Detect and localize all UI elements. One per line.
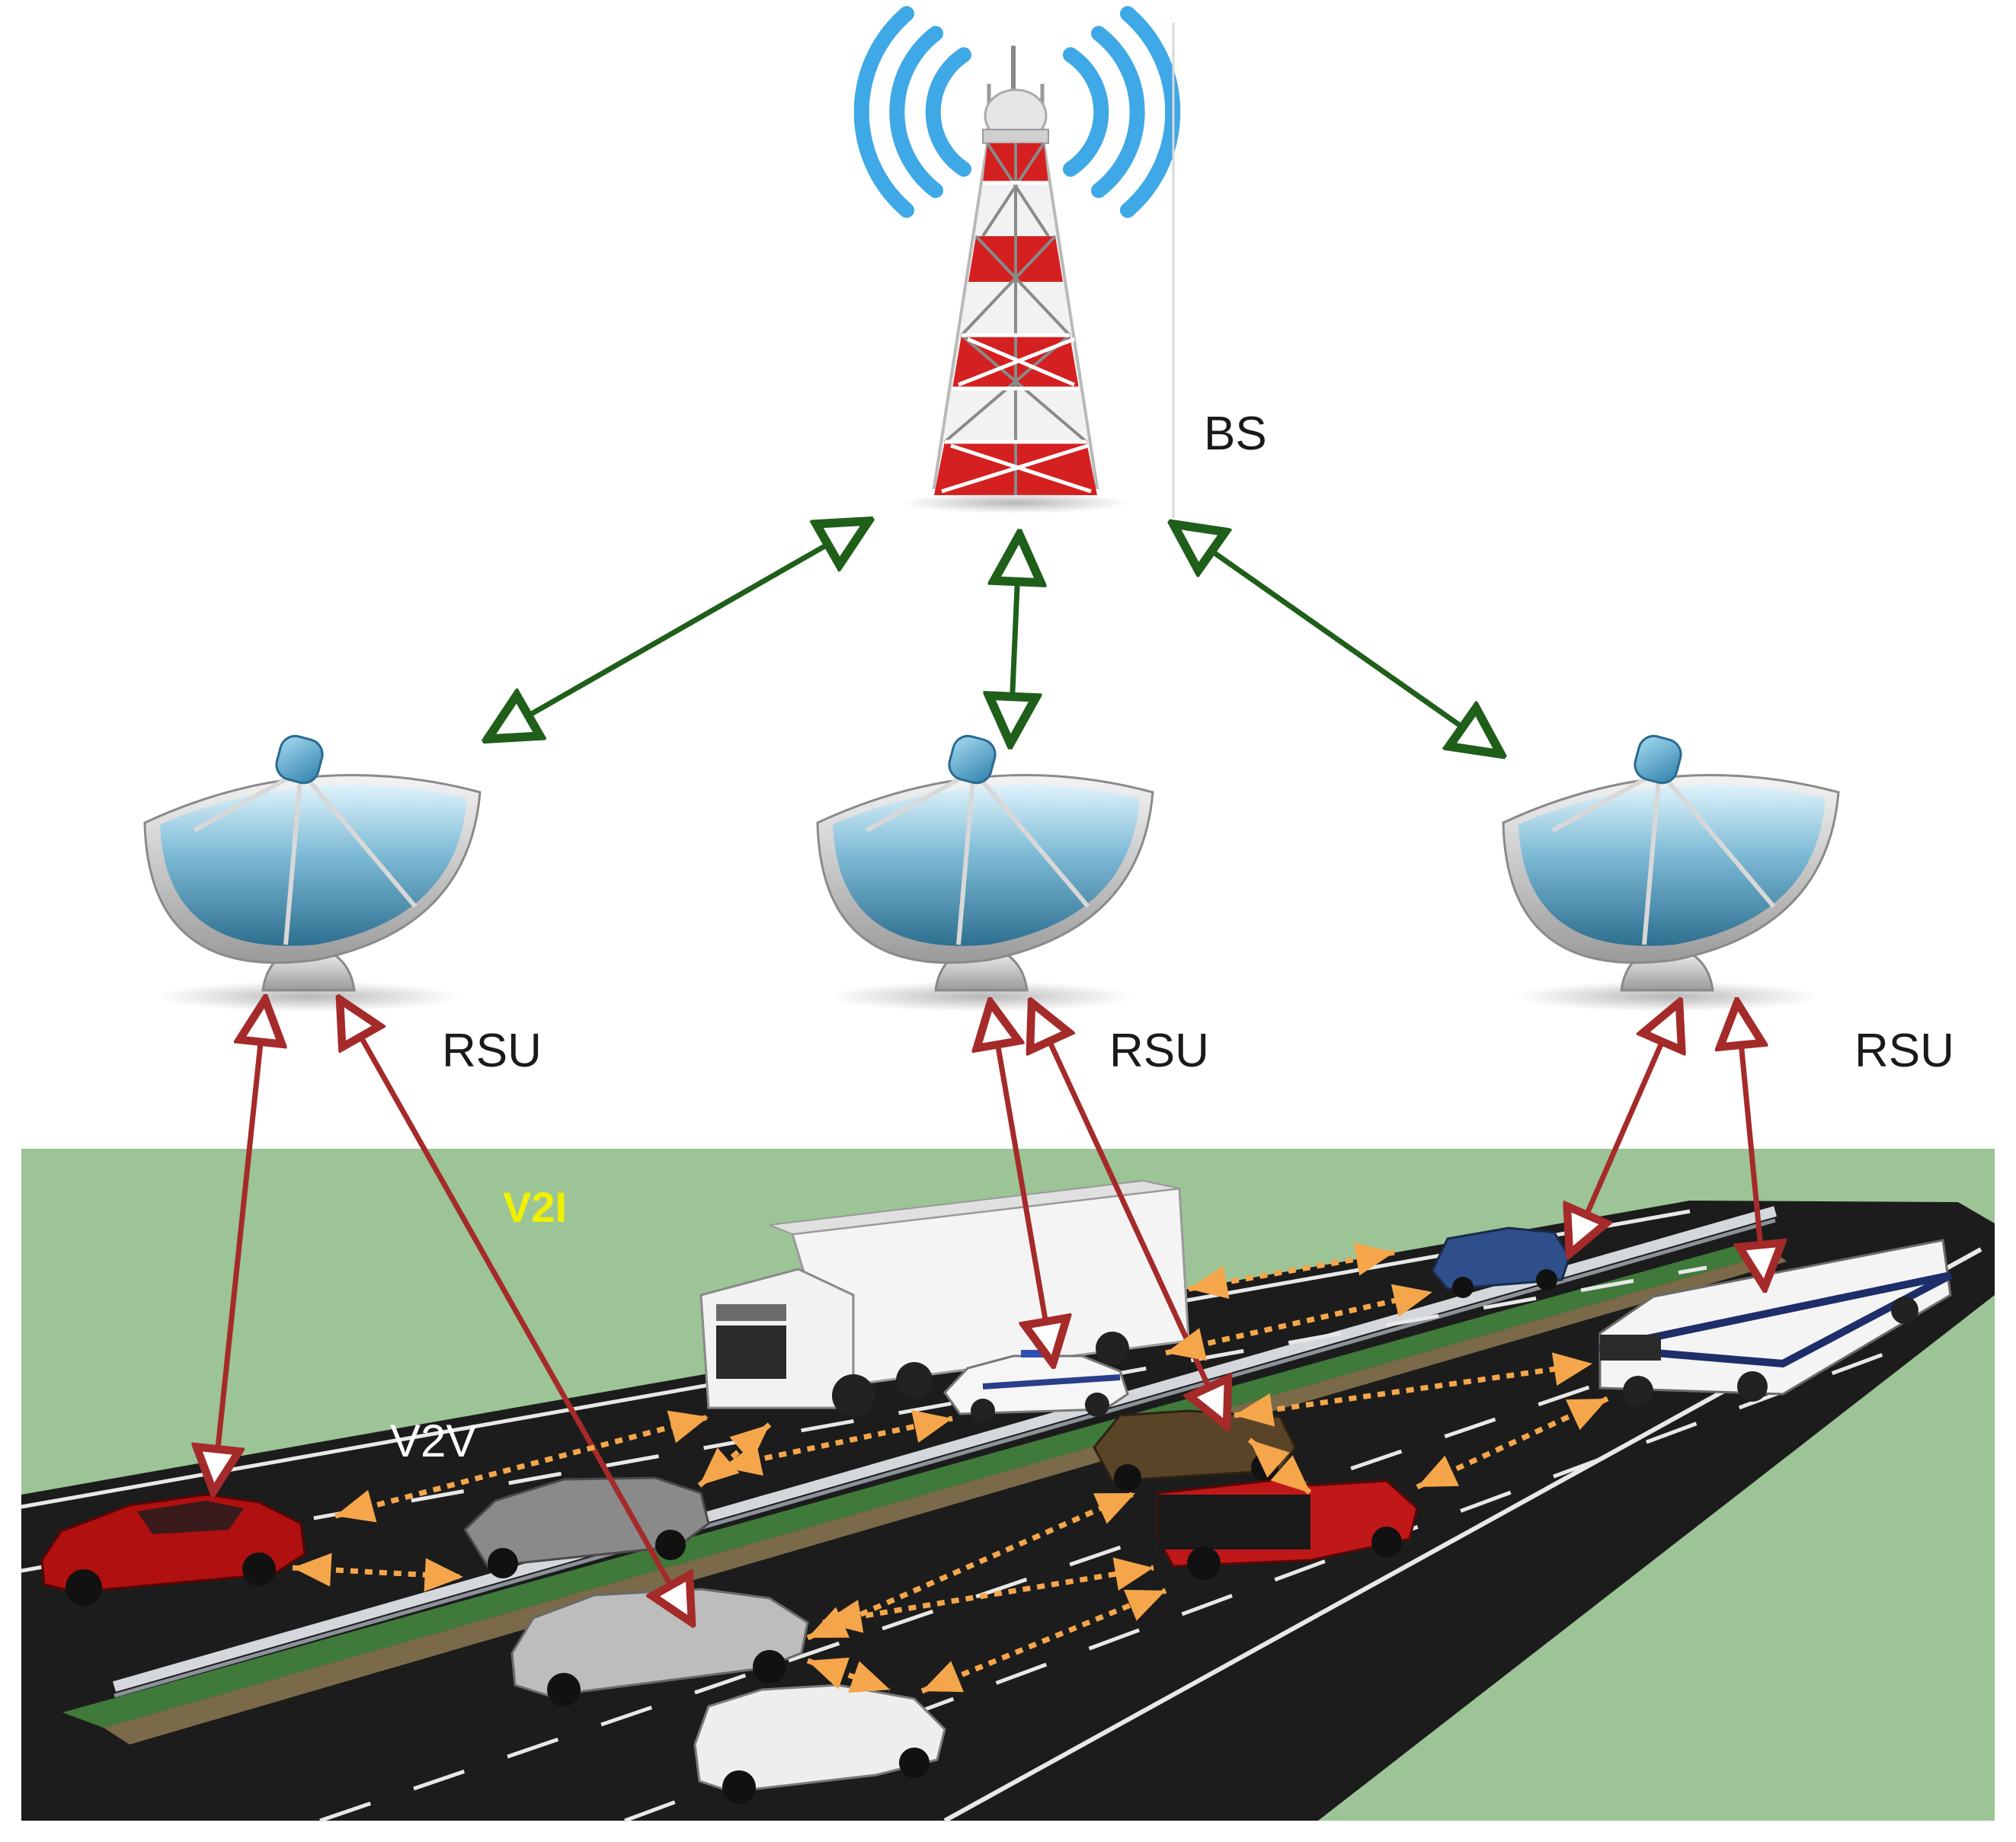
satellite-dish-icon [1502, 734, 1840, 1012]
rsu-right-label: RSU [1854, 1025, 1954, 1077]
v2v-label: V2V [390, 1415, 476, 1466]
backhaul-link-right [1173, 524, 1501, 754]
v2i-label: V2I [503, 1183, 567, 1231]
v2v-link-1 [334, 1410, 709, 1523]
v2v-link-8 [1416, 1396, 1609, 1490]
blue-suv [1431, 1226, 1571, 1298]
satellite-dish-icon [143, 734, 482, 1012]
satellite-dish-icon [816, 734, 1154, 1012]
v2v-link-7 [1234, 1352, 1593, 1427]
bs-label: BS [1204, 408, 1267, 460]
bus [1598, 1239, 1953, 1406]
signal-waves-icon [853, 6, 1181, 218]
rsu-center-label: RSU [1109, 1025, 1209, 1077]
v2i-link-5 [1570, 1003, 1679, 1254]
v2v-links [292, 1242, 1609, 1694]
v2v-link-12 [806, 1657, 891, 1693]
rsu-center [816, 734, 1154, 1012]
white-minivan [693, 1684, 946, 1804]
rsu-left-label: RSU [442, 1025, 542, 1077]
v2v-link-6 [1165, 1284, 1433, 1361]
v2v-link-4 [722, 1409, 953, 1476]
rsu-left [143, 734, 482, 1012]
v2i-link-6 [1737, 1003, 1765, 1287]
v2v-link-13 [920, 1588, 1167, 1694]
cell-tower-icon [853, 6, 1181, 513]
v2v-link-11 [822, 1557, 1154, 1633]
backhaul-link-left [488, 521, 869, 739]
v2i-link-1 [213, 999, 265, 1492]
red-pickup [1157, 1476, 1419, 1580]
backhaul-links [488, 521, 1501, 754]
rsu-right [1502, 734, 1840, 1012]
v2v-link-5 [1188, 1242, 1395, 1299]
backhaul-link-center [1010, 535, 1019, 744]
red-car [40, 1493, 306, 1606]
